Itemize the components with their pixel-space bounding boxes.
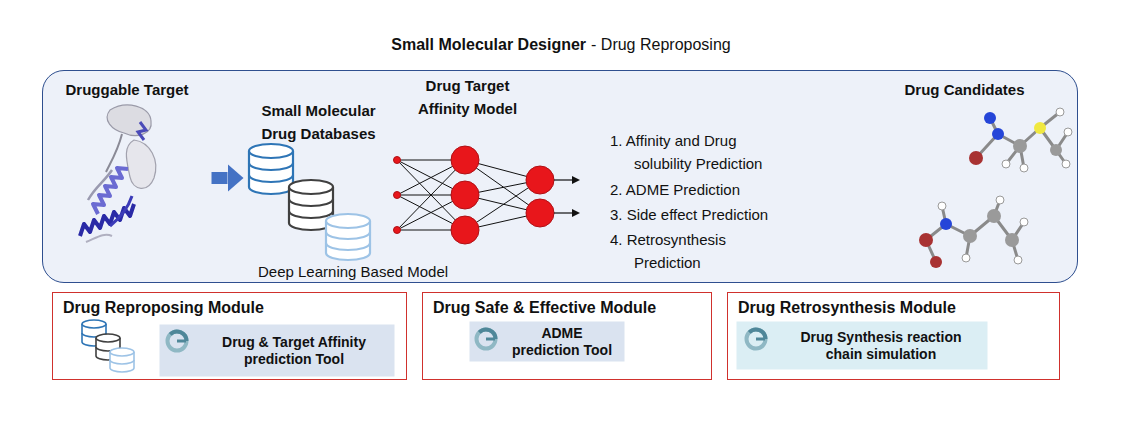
- section-caption: Deep Learning Based Model: [258, 263, 458, 281]
- title-row: Small Molecular Designer- Drug Reproposi…: [0, 35, 1122, 55]
- module-title: Drug Reproposing Module: [53, 293, 406, 318]
- module-box: Drug Retrosynthesis ModuleDrug Synthesis…: [727, 292, 1060, 380]
- section-box: Drug Candidates: [897, 78, 1073, 275]
- box-fill: [737, 322, 988, 370]
- database-icon: [82, 320, 134, 372]
- list-item: 2. ADME Prediction: [610, 178, 784, 201]
- module-title: Drug Retrosynthesis Module: [728, 293, 1059, 318]
- section-box: Small Molecular Drug Databases: [246, 97, 392, 260]
- database-cylinders: [249, 144, 370, 260]
- section-heading: Drug Candidates: [897, 78, 1073, 101]
- tool-logo-icon: [747, 330, 766, 349]
- tool-label: ADME prediction Tool: [508, 325, 616, 359]
- tool-box: ADME prediction Tool: [470, 322, 625, 362]
- tool-box: Drug Synthesis reaction chain simulation: [737, 322, 988, 370]
- block-arrow: [212, 172, 228, 184]
- pipeline-panel: Druggable TargetSmall Molecular Drug Dat…: [42, 70, 1078, 283]
- tool-label: Drug & Target Affinity prediction Tool: [214, 334, 374, 368]
- neural-network: [394, 146, 573, 244]
- tool-logo-icon: [477, 330, 496, 349]
- module-title: Drug Safe & Effective Module: [423, 293, 711, 318]
- tool-label: Drug Synthesis reaction chain simulation: [791, 329, 971, 363]
- section-box: Druggable Target: [60, 78, 210, 268]
- list-item: 4. Retrosynthesis Prediction: [610, 228, 784, 274]
- protein-illustration: [80, 105, 156, 242]
- list-item: 1. Affinity and Drug solubility Predicti…: [610, 129, 784, 175]
- section-heading: Druggable Target: [60, 78, 210, 101]
- page-title: Small Molecular Designer: [391, 35, 586, 55]
- molecule-illustration: [919, 108, 1072, 268]
- module-box: Drug Reproposing ModuleDrug & Target Aff…: [52, 292, 407, 380]
- box-fill: [42, 70, 1078, 283]
- box-fill: [470, 322, 625, 362]
- subtitle: - Drug Reproposing: [591, 35, 731, 55]
- section-heading: Drug Target Affinity Model: [405, 74, 530, 120]
- list-item: 3. Side effect Prediction: [610, 203, 784, 226]
- tool-box: Drug & Target Affinity prediction Tool: [160, 325, 395, 377]
- tool-logo-icon: [168, 332, 187, 351]
- section-box: Drug Target Affinity Model: [393, 72, 543, 252]
- module-box: Drug Safe & Effective ModuleADME predict…: [422, 292, 712, 380]
- box-fill: [160, 325, 395, 377]
- section-heading: Small Molecular Drug Databases: [246, 99, 392, 145]
